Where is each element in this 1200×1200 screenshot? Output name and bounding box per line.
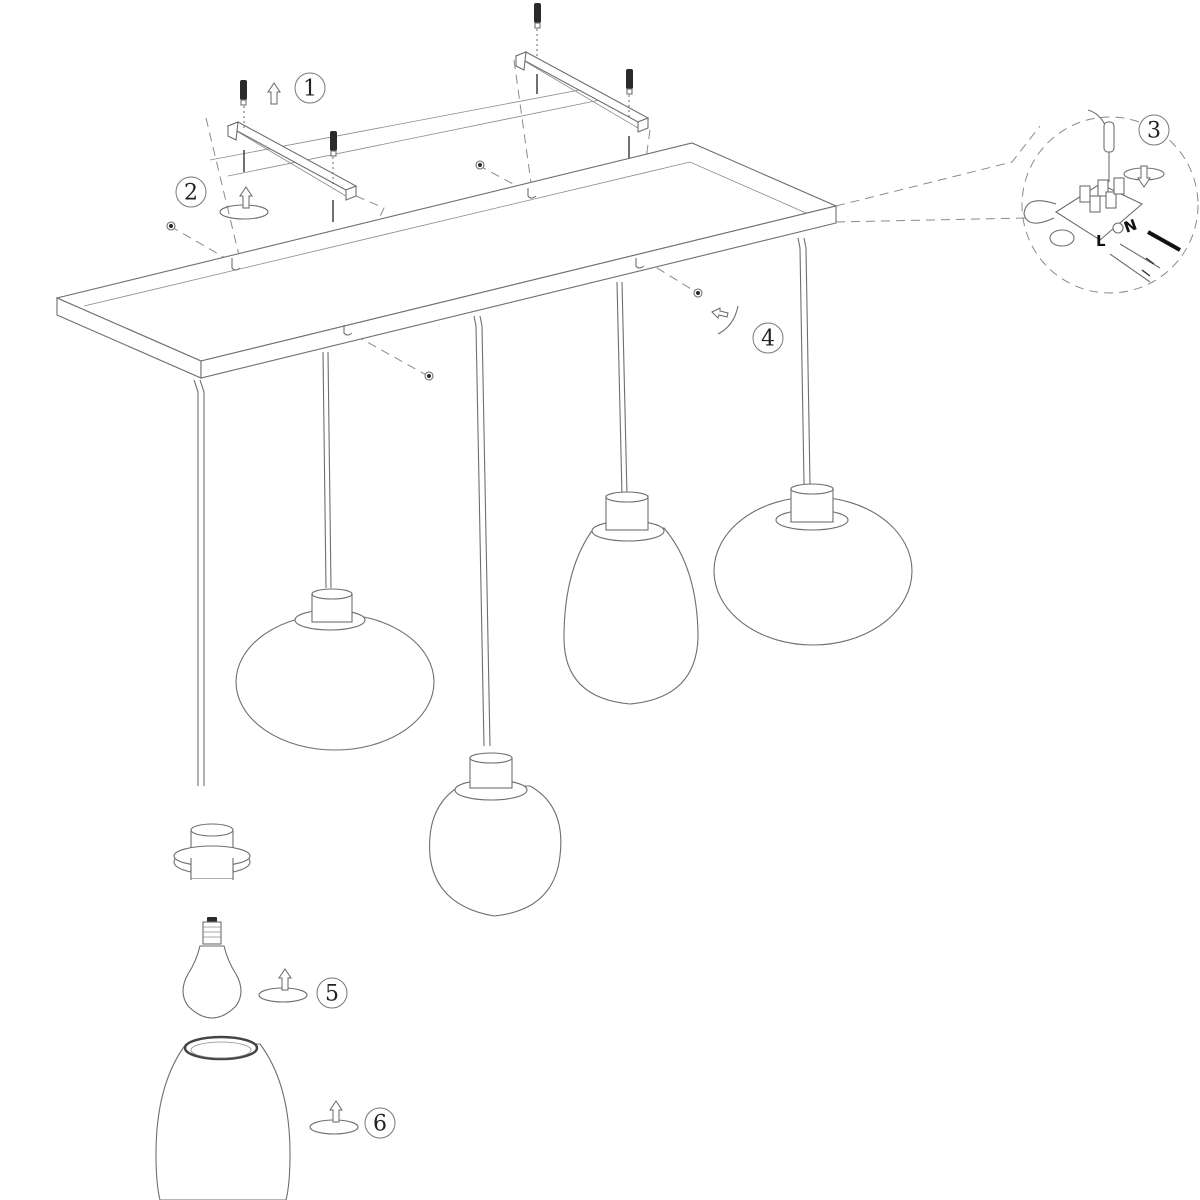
up-arrow-icon xyxy=(239,186,253,209)
svg-text:6: 6 xyxy=(373,1112,387,1137)
ceiling-canopy xyxy=(55,142,838,379)
mounting-bracket-right xyxy=(514,51,650,133)
step-5-marker: 5 xyxy=(258,968,348,1009)
canopy-screws xyxy=(166,160,703,381)
glass-shade-detached xyxy=(155,1035,291,1200)
svg-text:2: 2 xyxy=(184,181,198,206)
rotate-arrow-icon xyxy=(717,305,739,335)
mounting-bracket-left xyxy=(226,121,358,201)
ceiling-reference-lines xyxy=(209,87,601,177)
svg-text:3: 3 xyxy=(1147,119,1161,144)
pendant-bell xyxy=(429,752,562,917)
wall-plug-4 xyxy=(626,69,633,158)
light-bulb xyxy=(182,917,242,1019)
up-arrow-icon xyxy=(278,968,292,991)
step-2-marker: 2 xyxy=(175,176,269,220)
pendant-cords xyxy=(193,237,811,786)
step-6-marker: 6 xyxy=(309,1100,396,1139)
pendant-globe-right xyxy=(713,483,913,646)
wall-plug-2 xyxy=(330,131,337,222)
step-4-marker: 4 xyxy=(711,305,784,354)
wiring-detail-callout: L N 3 xyxy=(835,109,1199,294)
wall-plug-1 xyxy=(240,80,247,172)
svg-text:4: 4 xyxy=(761,327,775,352)
step-1-marker: 1 xyxy=(267,72,326,105)
up-arrow-icon xyxy=(267,82,281,105)
svg-text:5: 5 xyxy=(325,982,339,1007)
wall-plug-3 xyxy=(534,3,541,94)
pendant-egg xyxy=(563,491,699,705)
pendant-globe-left xyxy=(235,588,435,751)
up-arrow-icon xyxy=(329,1100,343,1123)
screwdriver-icon xyxy=(1087,109,1115,182)
lamp-socket xyxy=(173,823,251,880)
svg-text:1: 1 xyxy=(303,77,317,102)
svg-text:L: L xyxy=(1096,232,1106,250)
terminal-block: L N xyxy=(1054,177,1144,250)
down-arrow-icon xyxy=(1137,165,1151,188)
svg-text:N: N xyxy=(1122,216,1140,237)
